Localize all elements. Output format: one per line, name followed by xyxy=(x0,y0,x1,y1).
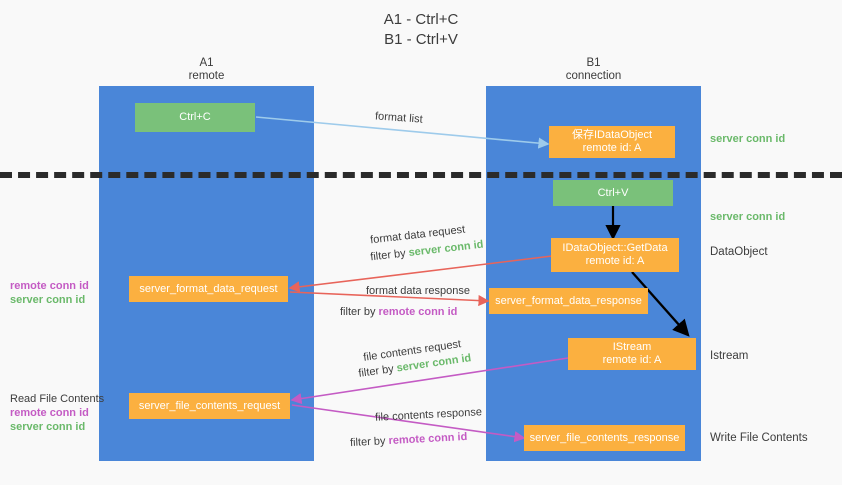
column-header-b1: B1 connection xyxy=(565,57,622,82)
label-read-file-contents: Read File Contents xyxy=(10,393,105,405)
node-server-format-data-request[interactable]: server_format_data_request xyxy=(129,276,288,302)
edge-label-file-contents-response: file contents response xyxy=(374,406,483,424)
node-server-file-contents-request[interactable]: server_file_contents_request xyxy=(129,393,290,419)
edge-filter-prefix-fdreq: filter by xyxy=(369,247,410,264)
edge-filter-value-fdreq: server conn id xyxy=(407,238,485,260)
label-remote-conn-id-format: remote conn id xyxy=(10,280,89,292)
label-write-file-contents: Write File Contents xyxy=(710,432,808,444)
dashed-divider xyxy=(0,172,842,178)
label-server-conn-id-top: server conn id xyxy=(710,133,786,145)
label-conn-id-stack-format: remote conn id server conn id xyxy=(10,279,89,307)
node-idataobject[interactable]: 保存IDataObject remote id: A xyxy=(549,126,675,158)
label-server-conn-id-format: server conn id xyxy=(10,294,86,306)
page-title: A1 - Ctrl+C B1 - Ctrl+V xyxy=(383,11,459,48)
label-server-conn-id-file: server conn id xyxy=(10,421,86,433)
edge-filter-value-fdres: remote conn id xyxy=(378,306,458,318)
edge-label-file-contents-response-filter: filter by remote conn id xyxy=(350,431,468,449)
label-istream: Istream xyxy=(710,350,749,362)
edge-filter-value-fcres: remote conn id xyxy=(388,430,468,448)
edge-filter-prefix-fdres: filter by xyxy=(340,306,379,318)
label-remote-conn-id-file: remote conn id xyxy=(10,407,89,419)
node-ctrl-c[interactable]: Ctrl+C xyxy=(135,103,255,132)
column-header-a1: A1 remote xyxy=(188,57,225,82)
label-dataobject: DataObject xyxy=(710,246,768,258)
edge-filter-prefix-fcres: filter by xyxy=(349,435,389,450)
edge-label-format-list: format list xyxy=(374,110,424,126)
label-read-file-contents-stack: Read File Contents remote conn id server… xyxy=(10,392,104,434)
node-istream[interactable]: IStream remote id: A xyxy=(568,338,696,370)
node-getdata[interactable]: IDataObject::GetData remote id: A xyxy=(551,238,679,272)
edge-filter-prefix-fcreq: filter by xyxy=(357,362,398,380)
node-server-format-data-response[interactable]: server_format_data_response xyxy=(489,288,648,314)
node-server-file-contents-response[interactable]: server_file_contents_response xyxy=(524,425,685,451)
label-server-conn-id-second: server conn id xyxy=(710,211,786,223)
node-ctrl-v[interactable]: Ctrl+V xyxy=(553,180,673,206)
edge-label-format-data-response-filter: filter by remote conn id xyxy=(340,306,457,318)
edge-label-format-data-response: format data response xyxy=(366,285,470,297)
